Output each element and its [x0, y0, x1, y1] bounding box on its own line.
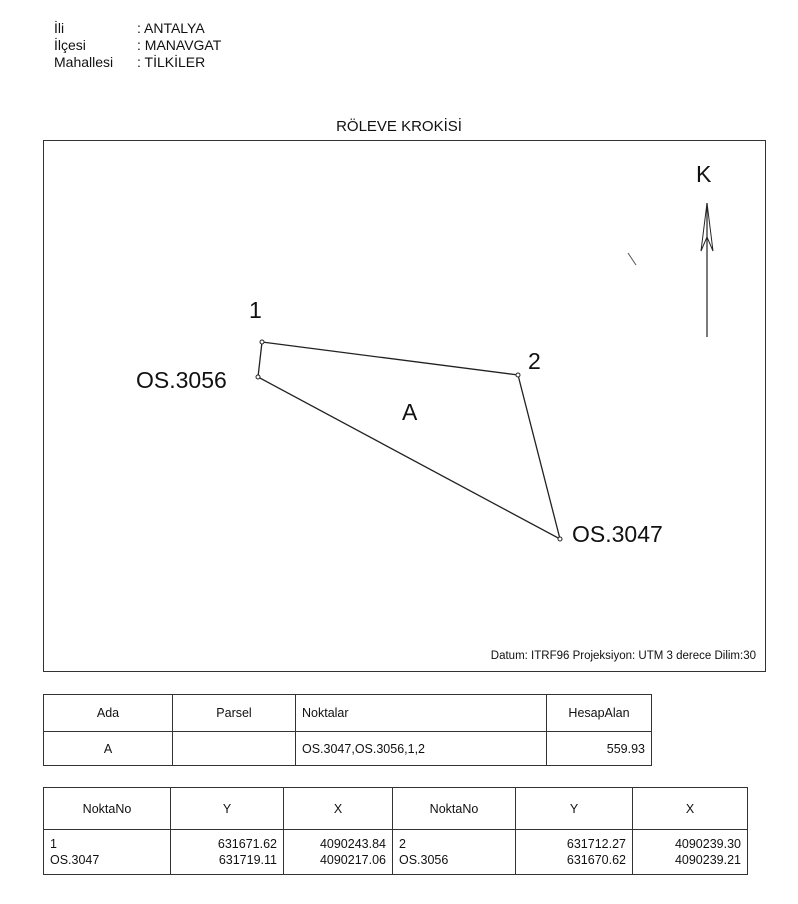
col-y-right: Y — [515, 787, 633, 830]
col-noktano-right: NoktaNo — [392, 787, 516, 830]
point-label-os3056: OS.3056 — [136, 367, 227, 393]
area-table-header: Ada Parsel Noktalar HesapAlan — [43, 694, 652, 732]
vertex-marker-os3047 — [557, 536, 563, 542]
survey-sketch: K 1 2 OS.3056 OS.3047 A Datum: ITRF96 Pr… — [43, 140, 766, 672]
cell-x-right: 4090239.30 4090239.21 — [632, 829, 748, 875]
il-value: : ANTALYA — [137, 20, 205, 36]
col-y-left: Y — [170, 787, 284, 830]
y-value: 631671.62 — [217, 837, 277, 851]
col-noktalar: Noktalar — [295, 694, 547, 732]
parcel-boundary — [257, 341, 561, 541]
col-parsel: Parsel — [172, 694, 296, 732]
x-value: 4090239.30 — [674, 837, 741, 851]
cell-noktalar: OS.3047,OS.3056,1,2 — [295, 731, 547, 766]
col-noktano-left: NoktaNo — [43, 787, 171, 830]
ilce-label: İlçesi — [54, 37, 86, 53]
north-arrow-icon — [700, 202, 714, 337]
col-ada: Ada — [43, 694, 173, 732]
ilce-value: : MANAVGAT — [137, 37, 222, 53]
vertex-marker-2 — [515, 372, 521, 378]
cell-ada: A — [43, 731, 173, 766]
mahalle-label: Mahallesi — [54, 54, 114, 70]
area-label: A — [402, 399, 418, 425]
point-no: OS.3047 — [50, 853, 100, 867]
cell-parsel — [172, 731, 296, 766]
coord-table-header: NoktaNo Y X NoktaNo Y X — [43, 787, 748, 830]
col-hesapalan: HesapAlan — [546, 694, 652, 732]
coordinate-table: NoktaNo Y X NoktaNo Y X 1 OS.3047 631671… — [43, 787, 748, 875]
point-label-2: 2 — [528, 348, 541, 374]
cell-hesapalan: 559.93 — [546, 731, 652, 766]
il-label: İli — [54, 20, 65, 36]
x-value: 4090239.21 — [674, 853, 741, 867]
area-table: Ada Parsel Noktalar HesapAlan A OS.3047,… — [43, 694, 652, 766]
coord-table-row: 1 OS.3047 631671.62 631719.11 4090243.84… — [43, 829, 748, 875]
col-x-right: X — [632, 787, 748, 830]
y-value: 631712.27 — [566, 837, 626, 851]
col-x-left: X — [283, 787, 393, 830]
stray-mark — [627, 252, 637, 266]
datum-note: Datum: ITRF96 Projeksiyon: UTM 3 derece … — [490, 650, 756, 662]
page-title: RÖLEVE KROKİSİ — [336, 118, 462, 135]
vertex-marker-1 — [259, 339, 265, 345]
point-label-os3047: OS.3047 — [572, 521, 663, 547]
mahalle-value: : TİLKİLER — [137, 54, 206, 70]
parcel-drawing — [255, 202, 714, 542]
cell-y-right: 631712.27 631670.62 — [515, 829, 633, 875]
x-value: 4090217.06 — [319, 853, 386, 867]
area-table-row: A OS.3047,OS.3056,1,2 559.93 — [43, 731, 652, 766]
north-label: K — [696, 161, 712, 187]
vertex-marker-os3056 — [255, 374, 261, 380]
y-value: 631719.11 — [218, 853, 277, 867]
point-no: OS.3056 — [399, 853, 449, 867]
cell-y-left: 631671.62 631719.11 — [170, 829, 284, 875]
point-no: 1 — [50, 837, 57, 851]
point-no: 2 — [399, 837, 406, 851]
cell-noktano-left: 1 OS.3047 — [43, 829, 171, 875]
cell-noktano-right: 2 OS.3056 — [392, 829, 516, 875]
y-value: 631670.62 — [566, 853, 626, 867]
x-value: 4090243.84 — [319, 837, 386, 851]
point-label-1: 1 — [249, 297, 262, 323]
cell-x-left: 4090243.84 4090217.06 — [283, 829, 393, 875]
